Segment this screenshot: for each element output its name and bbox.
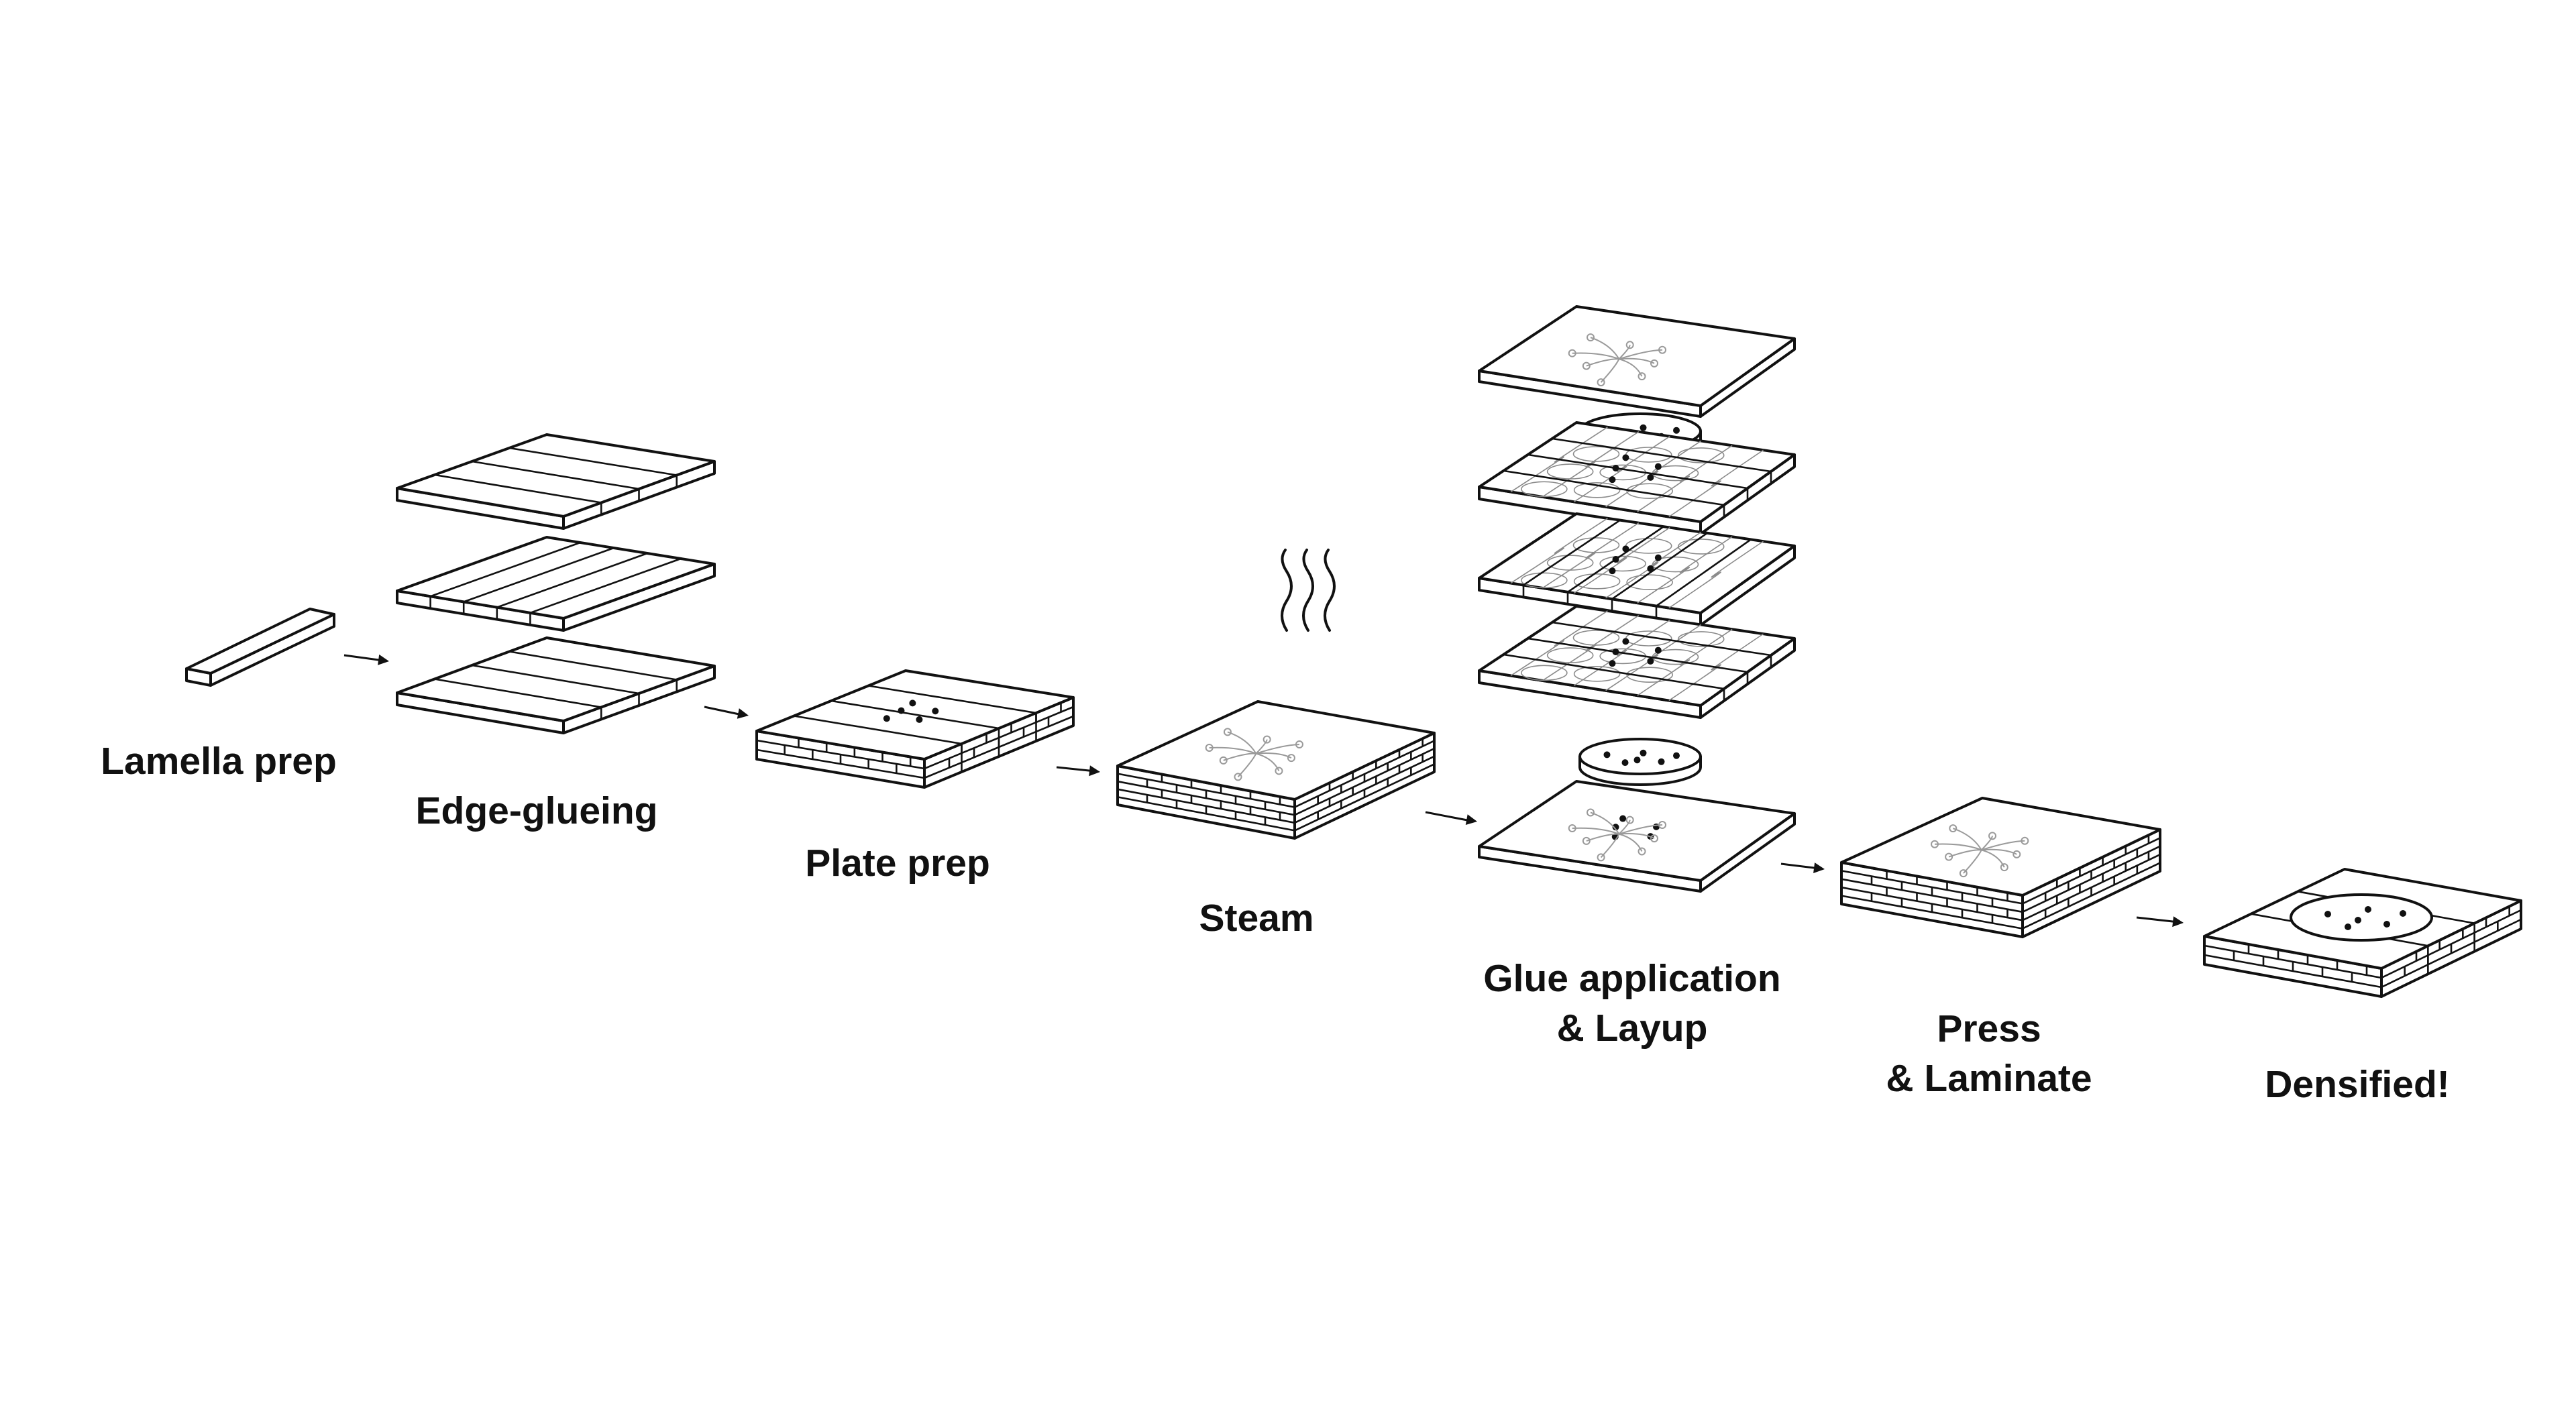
- arrow-3: [1056, 765, 1100, 777]
- arrow-4: [1425, 811, 1477, 825]
- densified-disc-inlay: [2290, 893, 2433, 942]
- layup-layer-1: [1478, 421, 1796, 535]
- label-lamella-prep: Lamella prep: [101, 740, 337, 783]
- layup-layer-3: [1478, 605, 1796, 719]
- edge-glued-plate-middle: [396, 536, 716, 632]
- arrow-1: [343, 654, 389, 665]
- layup-disc-lower: [1578, 738, 1702, 786]
- label-steam: Steam: [1199, 897, 1314, 940]
- layup-top-plate: [1478, 305, 1796, 418]
- layup-layer-2: [1478, 512, 1796, 626]
- label-glue-application: Glue application & Layup: [1483, 957, 1781, 1050]
- lamella-board: [185, 608, 335, 687]
- prepared-plate: [755, 669, 1075, 789]
- layup-bottom-plate: [1478, 780, 1796, 893]
- arrow-2: [704, 706, 749, 719]
- label-press-laminate: Press & Laminate: [1886, 1007, 2092, 1100]
- arrow-6: [2136, 916, 2184, 928]
- steamed-plate: [1116, 700, 1436, 840]
- label-plate-prep: Plate prep: [805, 842, 990, 885]
- edge-glued-plate-top: [396, 433, 716, 530]
- pressed-laminate: [1840, 797, 2161, 938]
- label-densified: Densified!: [2265, 1063, 2450, 1106]
- steam-icon: [1281, 549, 1336, 632]
- layup-stack: [1478, 305, 1796, 893]
- edge-glued-plate-bottom: [396, 636, 716, 734]
- densified-panel: [2203, 868, 2522, 998]
- arrow-5: [1780, 862, 1825, 873]
- label-edge-glueing: Edge-glueing: [415, 789, 658, 832]
